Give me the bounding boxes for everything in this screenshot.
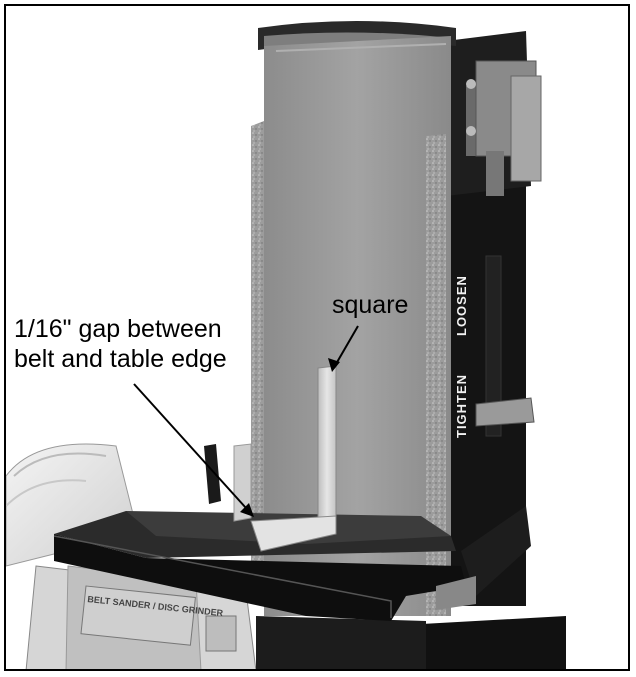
callout-gap-label: 1/16" gap between belt and table edge bbox=[14, 314, 227, 374]
callout-gap-line-2: belt and table edge bbox=[14, 345, 227, 373]
tension-lever bbox=[475, 397, 535, 427]
nameplate bbox=[80, 585, 196, 646]
belt-sander-photo bbox=[6, 21, 566, 669]
callout-square-label: square bbox=[332, 291, 409, 319]
tighten-label: TIGHTEN bbox=[454, 373, 469, 438]
photo-frame: LOOSEN TIGHTEN BELT SANDER / DISC GRINDE… bbox=[4, 4, 630, 671]
callout-arrows bbox=[133, 325, 359, 517]
loosen-label: LOOSEN bbox=[454, 275, 469, 336]
callout-gap-line-1: 1/16" gap between bbox=[14, 315, 222, 343]
table-lock-knob bbox=[461, 506, 531, 596]
machinist-square bbox=[233, 365, 337, 552]
sander-frame bbox=[436, 31, 542, 606]
